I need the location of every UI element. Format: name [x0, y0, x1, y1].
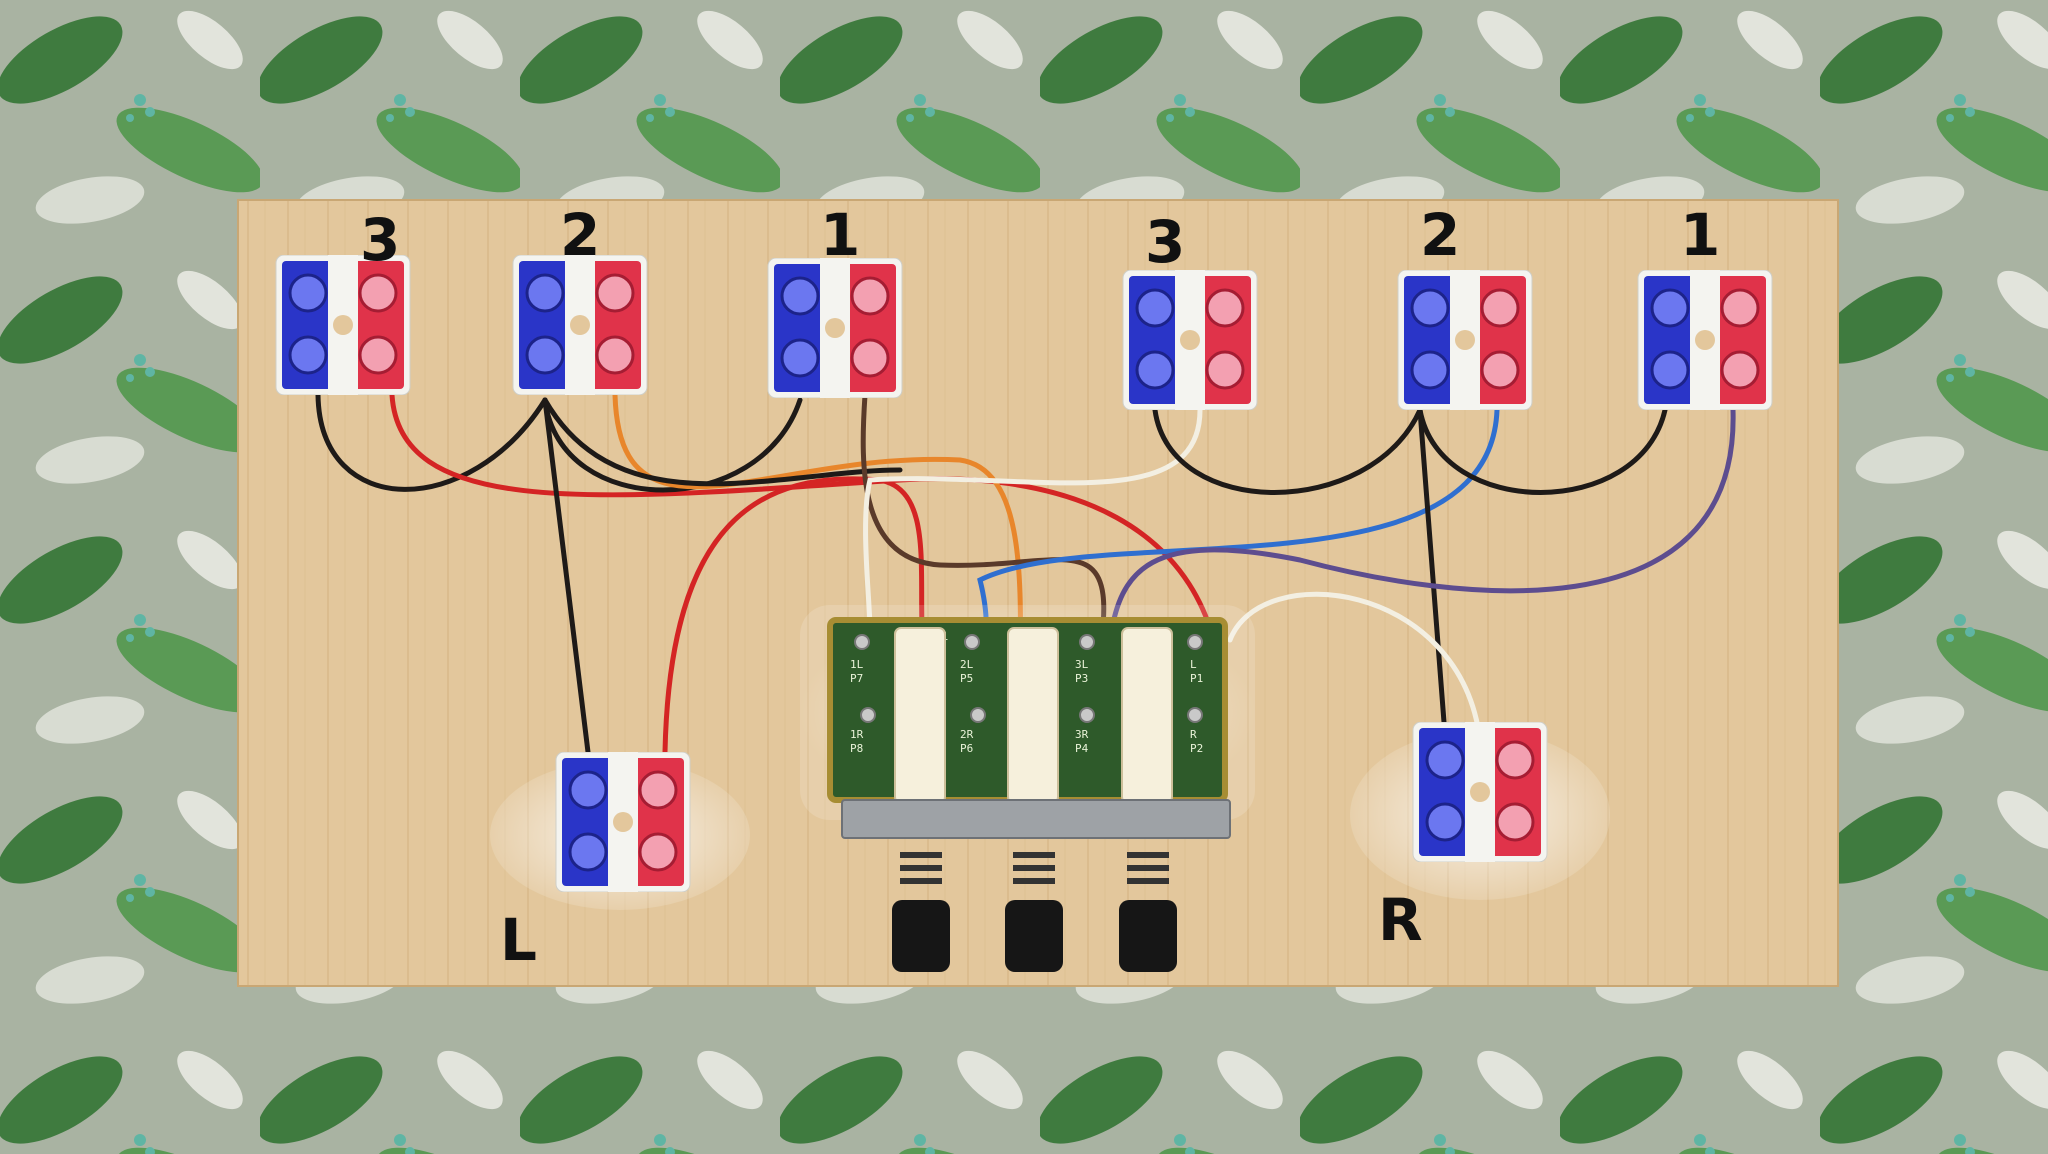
wire-black: [315, 392, 548, 492]
metal-bracket: [841, 799, 1231, 839]
wire-black: [542, 397, 591, 755]
pcb-pad-label: 1R: [850, 728, 864, 741]
label-right-1: 1: [1680, 201, 1720, 269]
pcb-pad-label: R: [1190, 728, 1197, 741]
wire-brown: [860, 392, 1107, 653]
pcb-pad-label: 3L: [1075, 658, 1089, 671]
label-left-2: 2: [560, 201, 600, 269]
label-l: L: [500, 906, 537, 974]
wire-black: [542, 397, 803, 493]
label-right-3: 3: [1145, 208, 1185, 276]
pcb-pad-label: L: [1190, 658, 1197, 671]
terminal-block-r: [1411, 722, 1549, 862]
push-button-3[interactable]: [1119, 900, 1177, 972]
pcb-pad-label: P1: [1190, 672, 1203, 685]
label-r: R: [1378, 886, 1423, 954]
wire-purple: [1107, 407, 1736, 643]
terminal-block-left-2: [511, 255, 649, 395]
springs: [900, 852, 1169, 884]
pcb-pad-label: 1L: [850, 658, 864, 671]
wire-black: [1152, 407, 1423, 495]
push-button-1[interactable]: [892, 900, 950, 972]
label-right-2: 2: [1420, 201, 1460, 269]
terminal-block-right-2: [1396, 270, 1534, 410]
wire-black: [542, 397, 903, 487]
wire-red: [662, 476, 925, 755]
switch-body-2: [1007, 627, 1059, 804]
pcb-pad-label: 2R: [960, 728, 974, 741]
pcb-pad-label: P6: [960, 742, 973, 755]
label-left-3: 3: [360, 206, 400, 274]
wire-white: [1227, 591, 1483, 743]
switch-body-3: [1121, 627, 1173, 804]
terminal-block-left-3: [274, 255, 412, 395]
terminal-block-right-3: [1121, 270, 1259, 410]
terminal-block-right-1: [1636, 270, 1774, 410]
switch-body-1: [894, 627, 946, 804]
wire-black: [1417, 407, 1668, 495]
wire-black: [1417, 407, 1448, 738]
switch-assembly: W1 1L P7 1R P8 2L P5 2R P6 3L P3 3R P4 L…: [827, 617, 1231, 972]
push-button-2[interactable]: [1005, 900, 1063, 972]
pcb-pad-label: P5: [960, 672, 973, 685]
pcb-pad-label: P7: [850, 672, 863, 685]
pcb-pad-label: 3R: [1075, 728, 1089, 741]
label-left-1: 1: [820, 201, 860, 269]
pcb-pad-label: 2L: [960, 658, 974, 671]
pcb-pad-label: P3: [1075, 672, 1088, 685]
pcb-pad-label: P4: [1075, 742, 1089, 755]
pcb-pad-label: P8: [850, 742, 863, 755]
wire-white: [863, 407, 1203, 633]
pcb-pad-label: P2: [1190, 742, 1203, 755]
terminal-block-left-1: [766, 258, 904, 398]
terminal-block-l: [554, 752, 692, 892]
solder-pads: [854, 634, 1203, 723]
